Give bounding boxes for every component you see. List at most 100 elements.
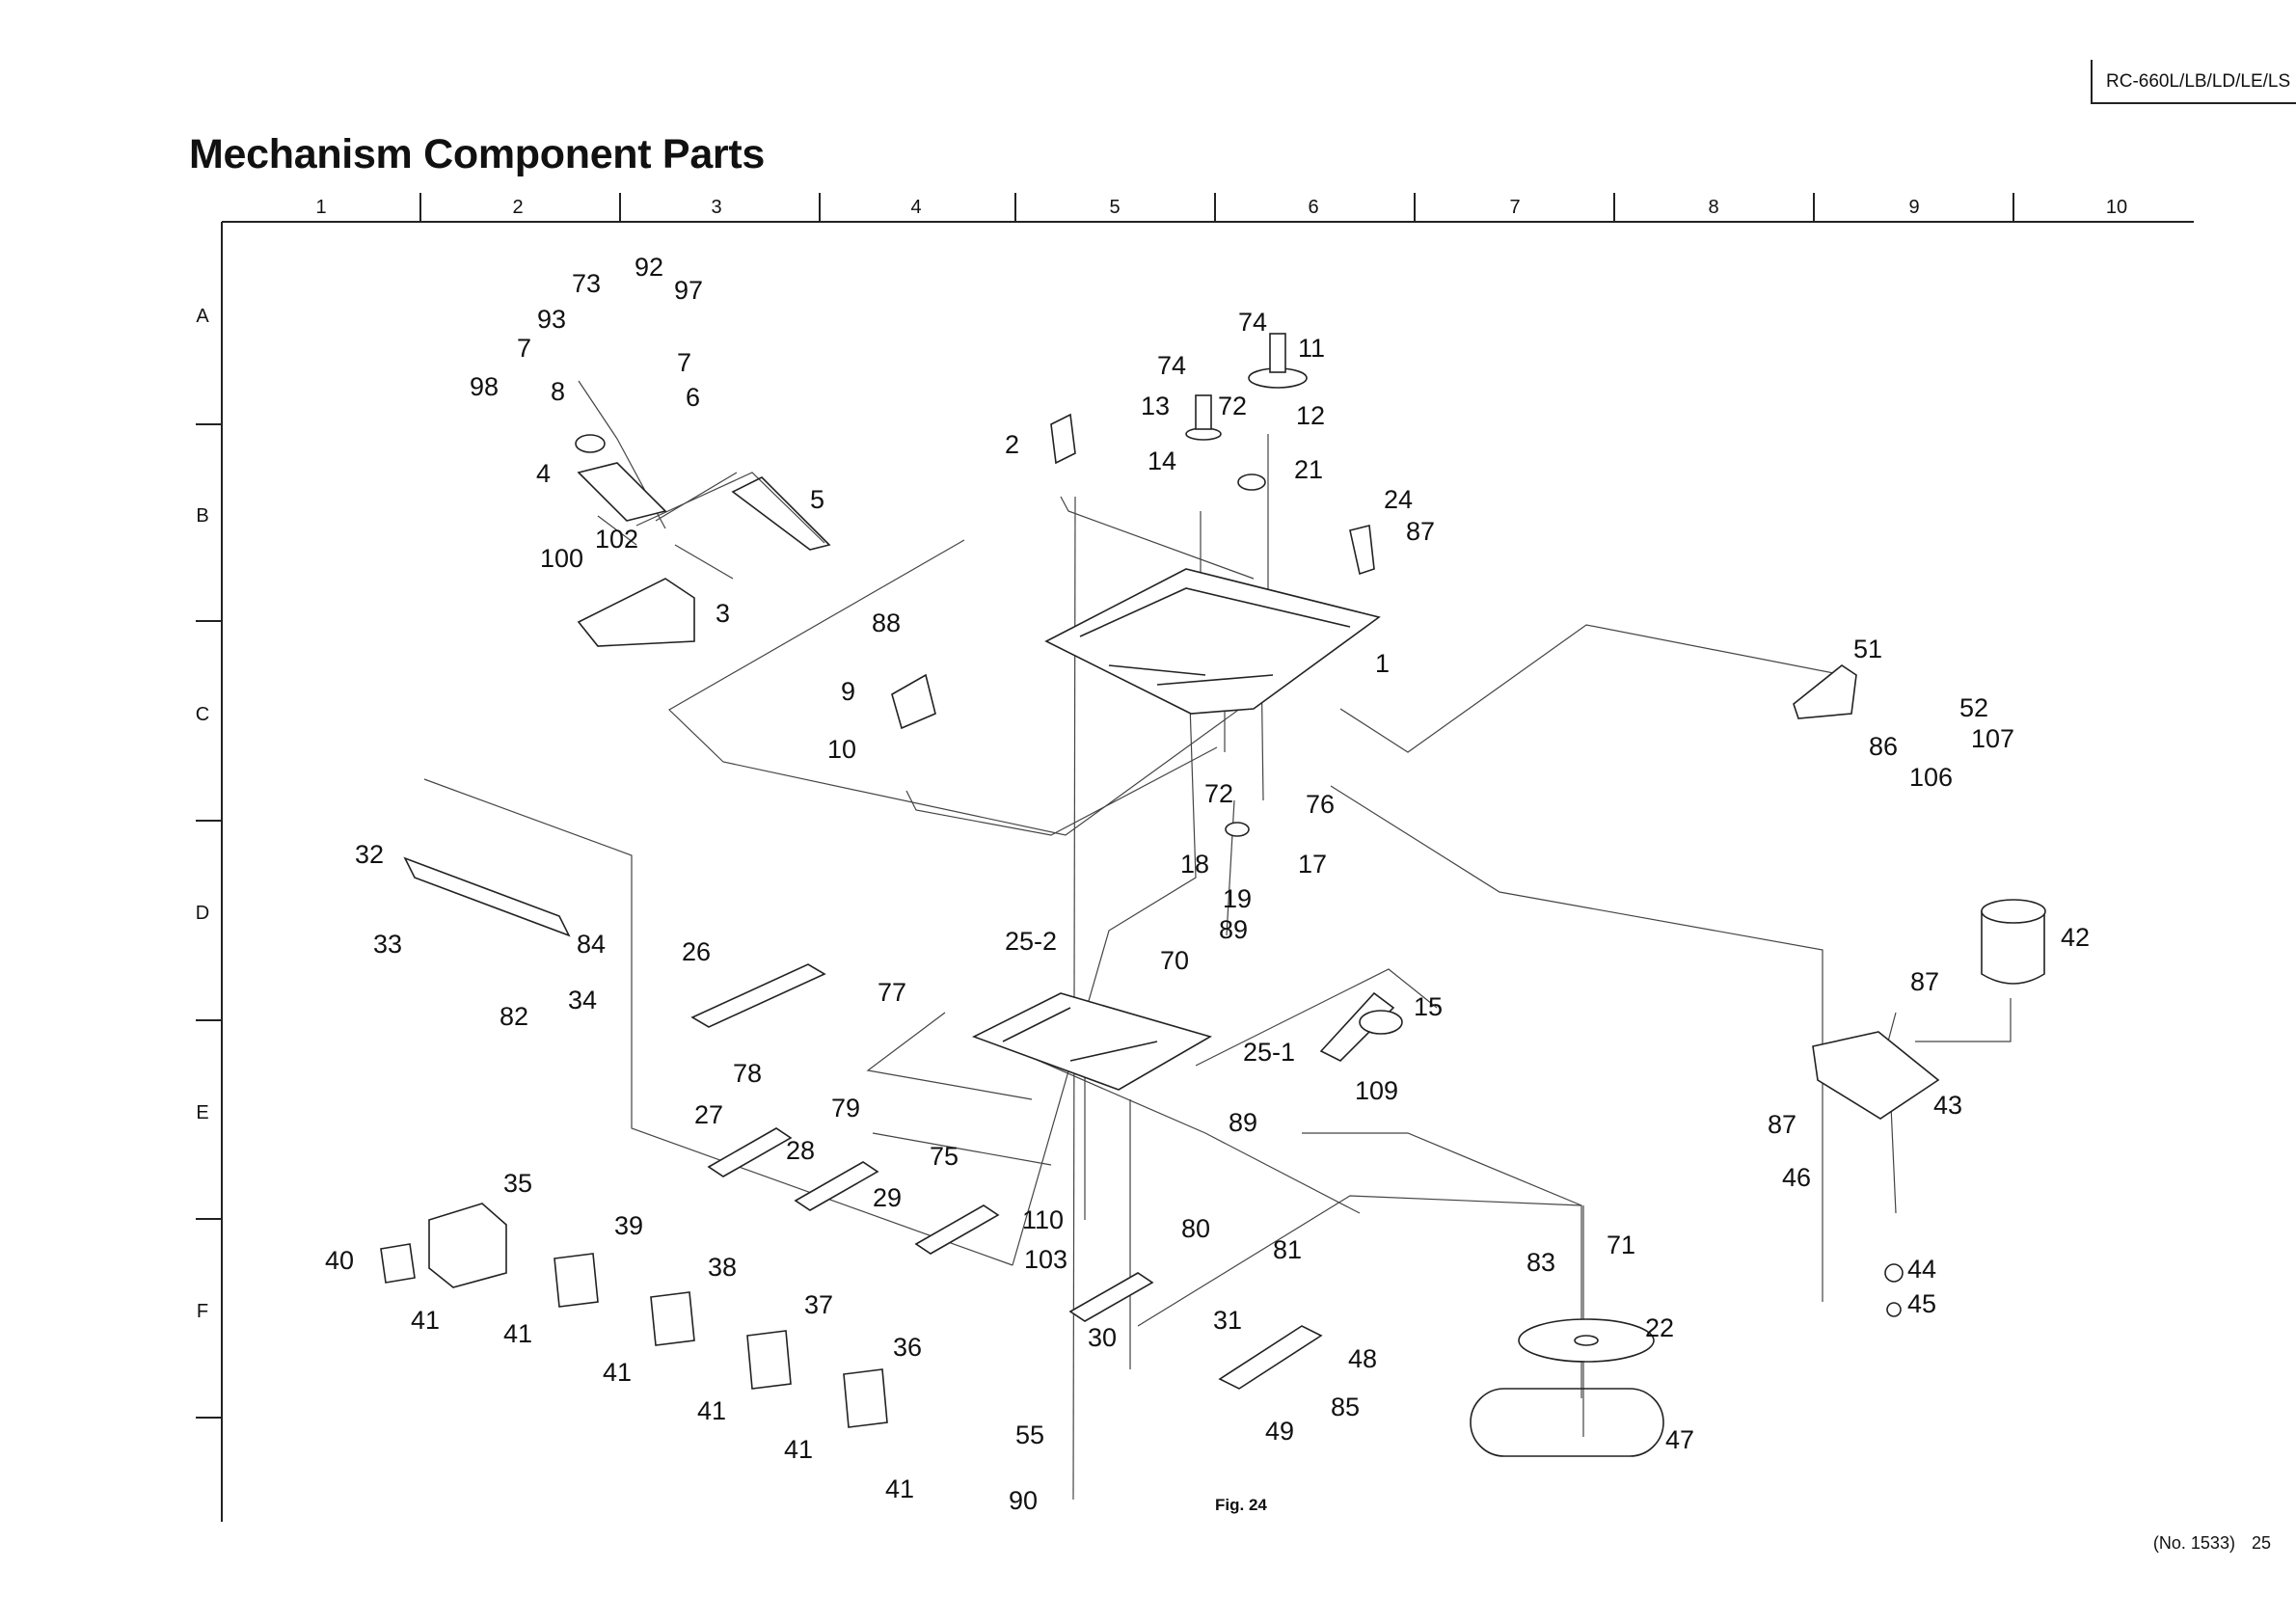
part-label: 45 — [1907, 1289, 1936, 1318]
part-label: 41 — [784, 1435, 813, 1464]
part-label: 89 — [1229, 1108, 1257, 1137]
part-label: 74 — [1157, 351, 1186, 380]
part-label: 93 — [537, 305, 566, 334]
screw-45 — [1886, 1302, 1902, 1317]
part-label: 73 — [572, 269, 601, 298]
part-label: 25-1 — [1243, 1038, 1295, 1067]
part-label: 36 — [893, 1333, 922, 1362]
part-label: 10 — [827, 735, 856, 764]
grid-frame — [196, 193, 2194, 1522]
head-37 — [746, 1330, 792, 1390]
column-label: 7 — [1509, 197, 1520, 218]
part-label: 87 — [1406, 517, 1435, 546]
lever-2 — [1050, 413, 1076, 465]
part-label: 74 — [1238, 308, 1267, 337]
part-label: 83 — [1526, 1248, 1555, 1277]
part-label: 13 — [1141, 392, 1170, 420]
row-labels: A B C D E F — [196, 306, 210, 1322]
motor-42 — [1981, 910, 2045, 985]
column-label: 6 — [1308, 197, 1318, 218]
part-label: 8 — [551, 377, 565, 406]
part-label: 43 — [1933, 1091, 1962, 1120]
part-label: 34 — [568, 986, 597, 1014]
part-label: 51 — [1853, 635, 1882, 663]
part-label: 100 — [540, 544, 583, 573]
page-number: 25 — [2251, 1533, 2271, 1553]
document-number: (No. 1533) — [2152, 1533, 2235, 1553]
row-label: E — [196, 1102, 208, 1123]
part-label: 106 — [1909, 763, 1953, 792]
part-label: 39 — [614, 1211, 643, 1240]
row-label: F — [197, 1301, 208, 1322]
part-label: 49 — [1265, 1417, 1294, 1446]
part-label: 5 — [810, 485, 824, 514]
part-label: 27 — [694, 1100, 723, 1129]
part-label: 97 — [674, 276, 703, 305]
part-label: 9 — [841, 677, 855, 706]
part-label: 88 — [872, 609, 901, 637]
part-label: 55 — [1015, 1420, 1044, 1449]
column-labels: 1 2 3 4 5 6 7 8 9 10 — [315, 197, 2127, 218]
idler-18 — [1225, 822, 1250, 837]
slide-27 — [707, 1127, 793, 1177]
lever-5 — [731, 476, 831, 551]
part-label: 80 — [1181, 1214, 1210, 1243]
part-label: 86 — [1869, 732, 1898, 761]
part-label: 24 — [1384, 485, 1413, 514]
part-label: 81 — [1273, 1235, 1302, 1264]
part-label: 41 — [603, 1358, 632, 1387]
part-label: 29 — [873, 1183, 902, 1212]
part-label: 72 — [1218, 392, 1247, 420]
part-label: 19 — [1223, 884, 1252, 913]
gear-11-hub — [1269, 333, 1286, 373]
part-label: 12 — [1296, 401, 1325, 430]
part-label: 77 — [878, 978, 906, 1007]
part-label: 7 — [677, 348, 691, 377]
slide-26 — [690, 963, 826, 1028]
part-label: 14 — [1148, 446, 1176, 475]
part-label: 41 — [411, 1306, 440, 1335]
part-label: 37 — [804, 1290, 833, 1319]
gear-21 — [1237, 473, 1266, 491]
head-38 — [650, 1291, 695, 1346]
part-label: 98 — [470, 372, 499, 401]
slide-31 — [1218, 1325, 1323, 1390]
part-label: 26 — [682, 937, 711, 966]
column-label: 3 — [711, 197, 721, 218]
part-label: 1 — [1375, 649, 1390, 678]
part-label: 84 — [577, 930, 606, 959]
part-label: 3 — [716, 599, 730, 628]
part-label: 30 — [1088, 1323, 1117, 1352]
pinch-arm-15 — [1319, 991, 1395, 1062]
belt-47 — [1470, 1388, 1664, 1457]
bracket-51 — [1793, 664, 1857, 719]
slide-28 — [794, 1161, 879, 1211]
part-label: 46 — [1782, 1163, 1811, 1192]
head-36 — [843, 1368, 888, 1428]
part-label: 28 — [786, 1136, 815, 1165]
row-label: A — [196, 306, 209, 327]
cap-44 — [1884, 1263, 1904, 1283]
part-label: 32 — [355, 840, 384, 869]
column-label: 1 — [315, 197, 326, 218]
figure-label: Fig. 24 — [1215, 1496, 1267, 1514]
part-label: 6 — [686, 383, 700, 412]
part-label: 92 — [635, 253, 663, 282]
part-label: 11 — [1298, 334, 1325, 363]
part-label: 48 — [1348, 1344, 1377, 1373]
part-label: 41 — [503, 1319, 532, 1348]
part-label: 71 — [1607, 1231, 1635, 1259]
column-label: 8 — [1708, 197, 1718, 218]
part-label: 72 — [1204, 779, 1233, 808]
part-label: 33 — [373, 930, 402, 959]
column-label: 5 — [1109, 197, 1120, 218]
row-label: C — [196, 704, 209, 725]
part-label: 42 — [2061, 923, 2090, 952]
flywheel-22-hub — [1574, 1335, 1599, 1346]
part-label: 47 — [1665, 1425, 1694, 1454]
slide-30 — [1068, 1272, 1154, 1322]
part-label: 52 — [1959, 693, 1988, 722]
part-label: 7 — [517, 334, 531, 363]
part-label: 107 — [1971, 724, 2014, 753]
